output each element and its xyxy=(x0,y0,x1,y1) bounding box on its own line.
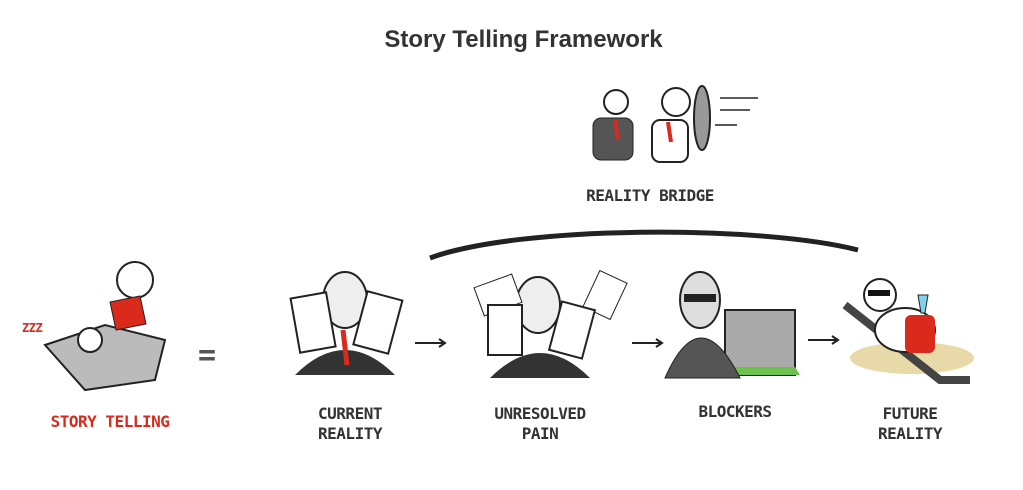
stage-label-line1: UNRESOLVED xyxy=(494,404,586,423)
stage-label-line1: CURRENT xyxy=(318,404,382,423)
sleep-text: ZZZ xyxy=(22,321,43,335)
flow-arrows xyxy=(415,335,840,348)
page-title: Story Telling Framework xyxy=(384,26,663,53)
bridge-figures-icon xyxy=(592,85,758,163)
reality-bridge-label: REALITY BRIDGE xyxy=(586,186,714,205)
stage-future-reality: FUTURE REALITY xyxy=(855,404,965,444)
sleeping-listener-icon xyxy=(43,261,167,392)
arrow-icon xyxy=(415,338,447,348)
equals-sign: = xyxy=(198,338,216,373)
arrow-icon xyxy=(808,335,840,345)
stage-label-line1: FUTURE xyxy=(882,404,938,423)
stage-blockers: BLOCKERS xyxy=(680,402,790,422)
bridge-arc xyxy=(429,229,859,261)
stage-current-reality: CURRENT REALITY xyxy=(295,404,405,444)
arrow-icon xyxy=(632,338,664,348)
current-reality-icon xyxy=(289,271,404,375)
stage-label-line2: REALITY xyxy=(878,424,942,443)
story-telling-label: STORY TELLING xyxy=(50,412,170,431)
stage-unresolved-pain: UNRESOLVED PAIN xyxy=(480,404,600,444)
blockers-icon xyxy=(664,271,800,379)
stage-label-line1: BLOCKERS xyxy=(698,402,772,421)
stage-label-line2: PAIN xyxy=(521,424,559,443)
stage-label-line2: REALITY xyxy=(318,424,382,443)
unresolved-pain-icon xyxy=(473,269,628,378)
future-reality-icon xyxy=(842,278,974,384)
